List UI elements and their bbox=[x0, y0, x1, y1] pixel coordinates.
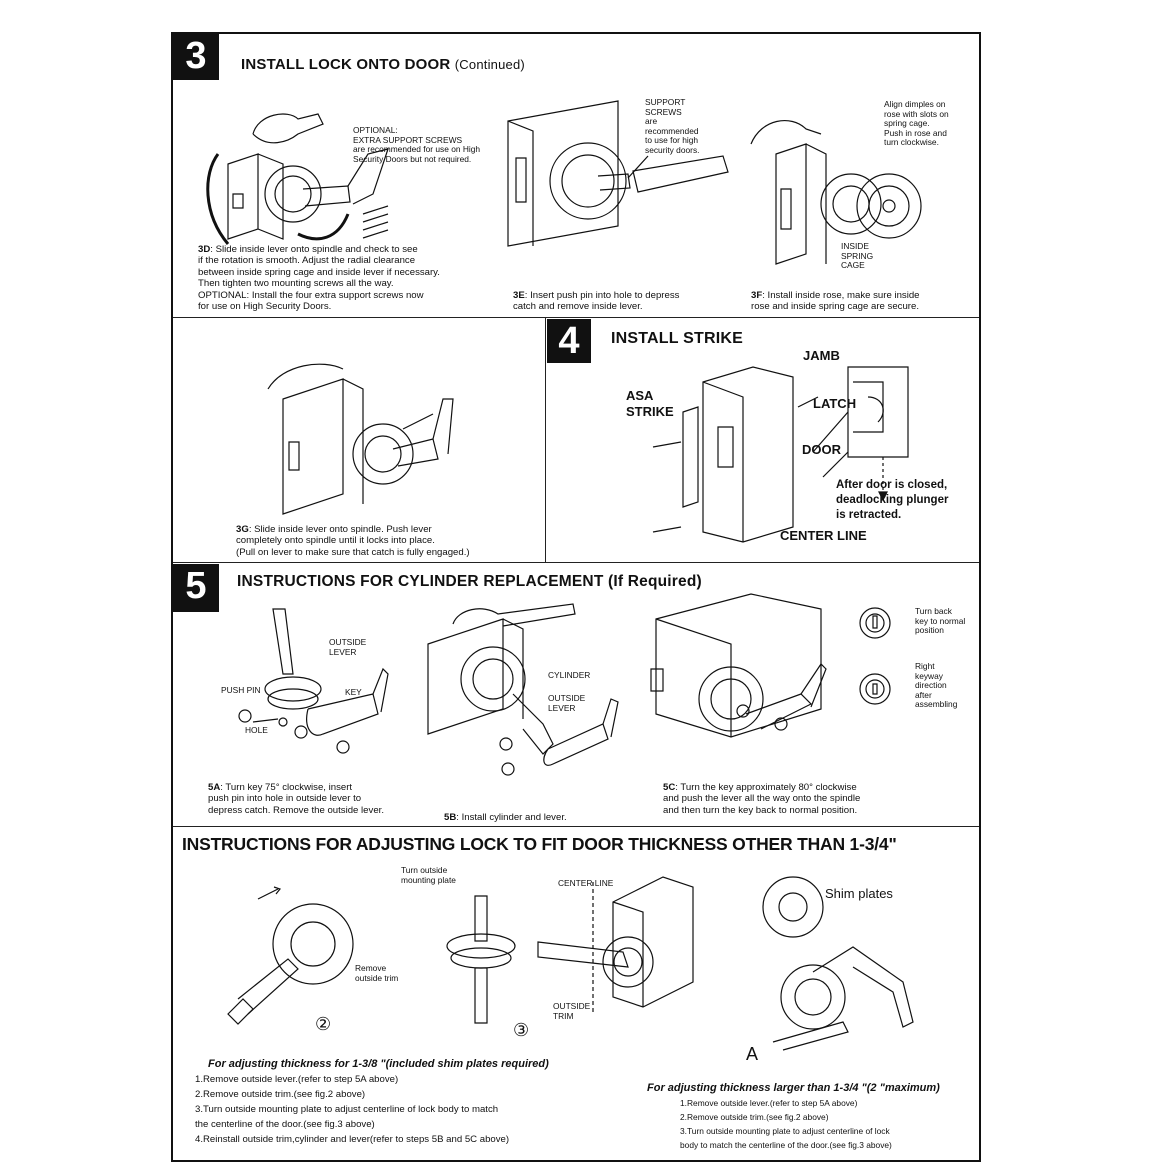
caption-3d: 3D: Slide inside lever onto spindle and … bbox=[198, 232, 440, 313]
right-adjust-step-3: 3.Turn outside mounting plate to adjust … bbox=[680, 1126, 890, 1136]
caption-3g-label: 3G bbox=[236, 523, 249, 535]
outside-lever-label-2: OUTSIDE LEVER bbox=[548, 693, 586, 713]
remove-trim-label: Remove outside trim bbox=[355, 963, 399, 983]
step-3-title-sub: (Continued) bbox=[454, 57, 525, 72]
step-5a-illustration bbox=[213, 604, 393, 754]
fig-a-shim-plates-illustration bbox=[753, 872, 933, 1052]
inside-spring-cage-label: INSIDE SPRING CAGE bbox=[841, 241, 874, 271]
left-adjust-step-2: 2.Remove outside trim.(see fig.2 above) bbox=[195, 1089, 366, 1100]
caption-3e-text: : Insert push pin into hole to depress c… bbox=[513, 289, 680, 313]
keyway-normal-icon bbox=[858, 606, 892, 640]
left-adjust-step-4: the centerline of the door.(see fig.3 ab… bbox=[195, 1119, 375, 1130]
key-label: KEY bbox=[345, 687, 362, 697]
fig-2-number: ② bbox=[315, 1014, 332, 1034]
right-keyway-note: Right keyway direction after assembling bbox=[915, 661, 958, 710]
caption-5b-text: : Install cylinder and lever. bbox=[456, 811, 567, 823]
fig-3-mounting-plate-illustration bbox=[441, 896, 521, 1026]
asa-strike-label: ASA STRIKE bbox=[626, 388, 674, 419]
step-4-strike-illustration bbox=[643, 352, 963, 552]
right-adjust-step-2: 2.Remove outside trim.(see fig.2 above) bbox=[680, 1112, 829, 1122]
instruction-sheet: 3 INSTALL LOCK ONTO DOOR (Continued) OPT… bbox=[171, 32, 981, 1162]
caption-3g: 3G: Slide inside lever onto spindle. Pus… bbox=[236, 512, 470, 558]
push-pin-label: PUSH PIN bbox=[221, 685, 261, 695]
caption-5c-text: : Turn the key approximately 80° clockwi… bbox=[663, 781, 861, 816]
turn-plate-label: Turn outside mounting plate bbox=[401, 865, 456, 885]
divider-3g-4 bbox=[545, 317, 546, 562]
caption-3d-label: 3D bbox=[198, 243, 211, 255]
latch-label: LATCH bbox=[813, 396, 857, 411]
center-line-label-adjust: CENTER LINE bbox=[558, 878, 614, 888]
left-adjust-step-5: 4.Reinstall outside trim,cylinder and le… bbox=[195, 1134, 510, 1145]
step-3g-illustration bbox=[263, 344, 463, 514]
caption-3f-text: : Install inside rose, make sure inside … bbox=[751, 289, 920, 313]
left-adjust-title: For adjusting thickness for 1-3/8 "(incl… bbox=[208, 1058, 549, 1070]
plunger-note: After door is closed, deadlocking plunge… bbox=[836, 479, 949, 521]
caption-3f: 3F: Install inside rose, make sure insid… bbox=[751, 278, 920, 313]
divider-4 bbox=[173, 562, 979, 563]
outside-lever-label: OUTSIDE LEVER bbox=[329, 637, 367, 657]
fig-2-illustration bbox=[218, 889, 368, 1029]
caption-5a-label: 5A bbox=[208, 781, 221, 793]
left-adjust-step-1: 1.Remove outside lever.(refer to step 5A… bbox=[195, 1074, 399, 1085]
align-dimples-note: Align dimples on rose with slots on spri… bbox=[884, 99, 949, 148]
hole-label: HOLE bbox=[245, 725, 268, 735]
cylinder-label: CYLINDER bbox=[548, 670, 591, 680]
caption-5a-text: : Turn key 75° clockwise, insert push pi… bbox=[208, 781, 384, 816]
left-adjust-step-3: 3.Turn outside mounting plate to adjust … bbox=[195, 1104, 499, 1115]
caption-3e: 3E: Insert push pin into hole to depress… bbox=[513, 278, 679, 313]
step-3-title-text: INSTALL LOCK ONTO DOOR bbox=[241, 56, 451, 73]
divider-3 bbox=[173, 317, 979, 318]
caption-3e-label: 3E bbox=[513, 289, 525, 301]
caption-5c-label: 5C bbox=[663, 781, 676, 793]
turn-back-key-note: Turn back key to normal position bbox=[915, 606, 966, 636]
jamb-label: JAMB bbox=[803, 348, 840, 363]
step-3e-illustration bbox=[508, 96, 738, 246]
fig-3-lock-body-illustration bbox=[533, 872, 703, 1022]
caption-5b: 5B: Install cylinder and lever. bbox=[444, 800, 567, 823]
fig-3-number: ③ bbox=[513, 1020, 530, 1040]
caption-5c: 5C: Turn the key approximately 80° clock… bbox=[663, 770, 860, 816]
step-3d-illustration bbox=[198, 94, 518, 264]
step-5c-illustration bbox=[651, 589, 861, 739]
support-screws-note: SUPPORT SCREWS are recommended to use fo… bbox=[645, 97, 700, 155]
step-3f-illustration bbox=[751, 114, 921, 274]
right-adjust-title: For adjusting thickness larger than 1-3/… bbox=[647, 1082, 940, 1094]
step-4-number: 4 bbox=[547, 319, 591, 363]
caption-3d-text: : Slide inside lever onto spindle and ch… bbox=[198, 243, 440, 313]
center-line-label: CENTER LINE bbox=[780, 528, 867, 543]
step-5b-illustration bbox=[423, 604, 623, 774]
outside-trim-label: OUTSIDE TRIM bbox=[553, 1001, 591, 1021]
shim-plates-label: Shim plates bbox=[825, 886, 893, 901]
right-adjust-step-4: body to match the centerline of the door… bbox=[680, 1140, 892, 1150]
adjust-title: INSTRUCTIONS FOR ADJUSTING LOCK TO FIT D… bbox=[182, 834, 897, 854]
step-4-title: INSTALL STRIKE bbox=[611, 330, 743, 347]
step-5-number: 5 bbox=[173, 564, 219, 612]
caption-3g-text: : Slide inside lever onto spindle. Push … bbox=[236, 523, 470, 558]
caption-5a: 5A: Turn key 75° clockwise, insert push … bbox=[208, 770, 384, 816]
right-adjust-step-1: 1.Remove outside lever.(refer to step 5A… bbox=[680, 1098, 858, 1108]
fig-a-label: A bbox=[746, 1044, 759, 1064]
step-3-number: 3 bbox=[173, 34, 219, 80]
step-3-title: INSTALL LOCK ONTO DOOR (Continued) bbox=[241, 56, 525, 73]
step-5-title: INSTRUCTIONS FOR CYLINDER REPLACEMENT (I… bbox=[237, 573, 702, 590]
caption-5b-label: 5B bbox=[444, 811, 457, 823]
caption-3f-label: 3F bbox=[751, 289, 763, 301]
keyway-direction-icon bbox=[858, 672, 892, 706]
optional-support-screws-note: OPTIONAL: EXTRA SUPPORT SCREWS are recom… bbox=[353, 125, 481, 164]
divider-5 bbox=[173, 826, 979, 827]
door-label: DOOR bbox=[802, 442, 841, 457]
